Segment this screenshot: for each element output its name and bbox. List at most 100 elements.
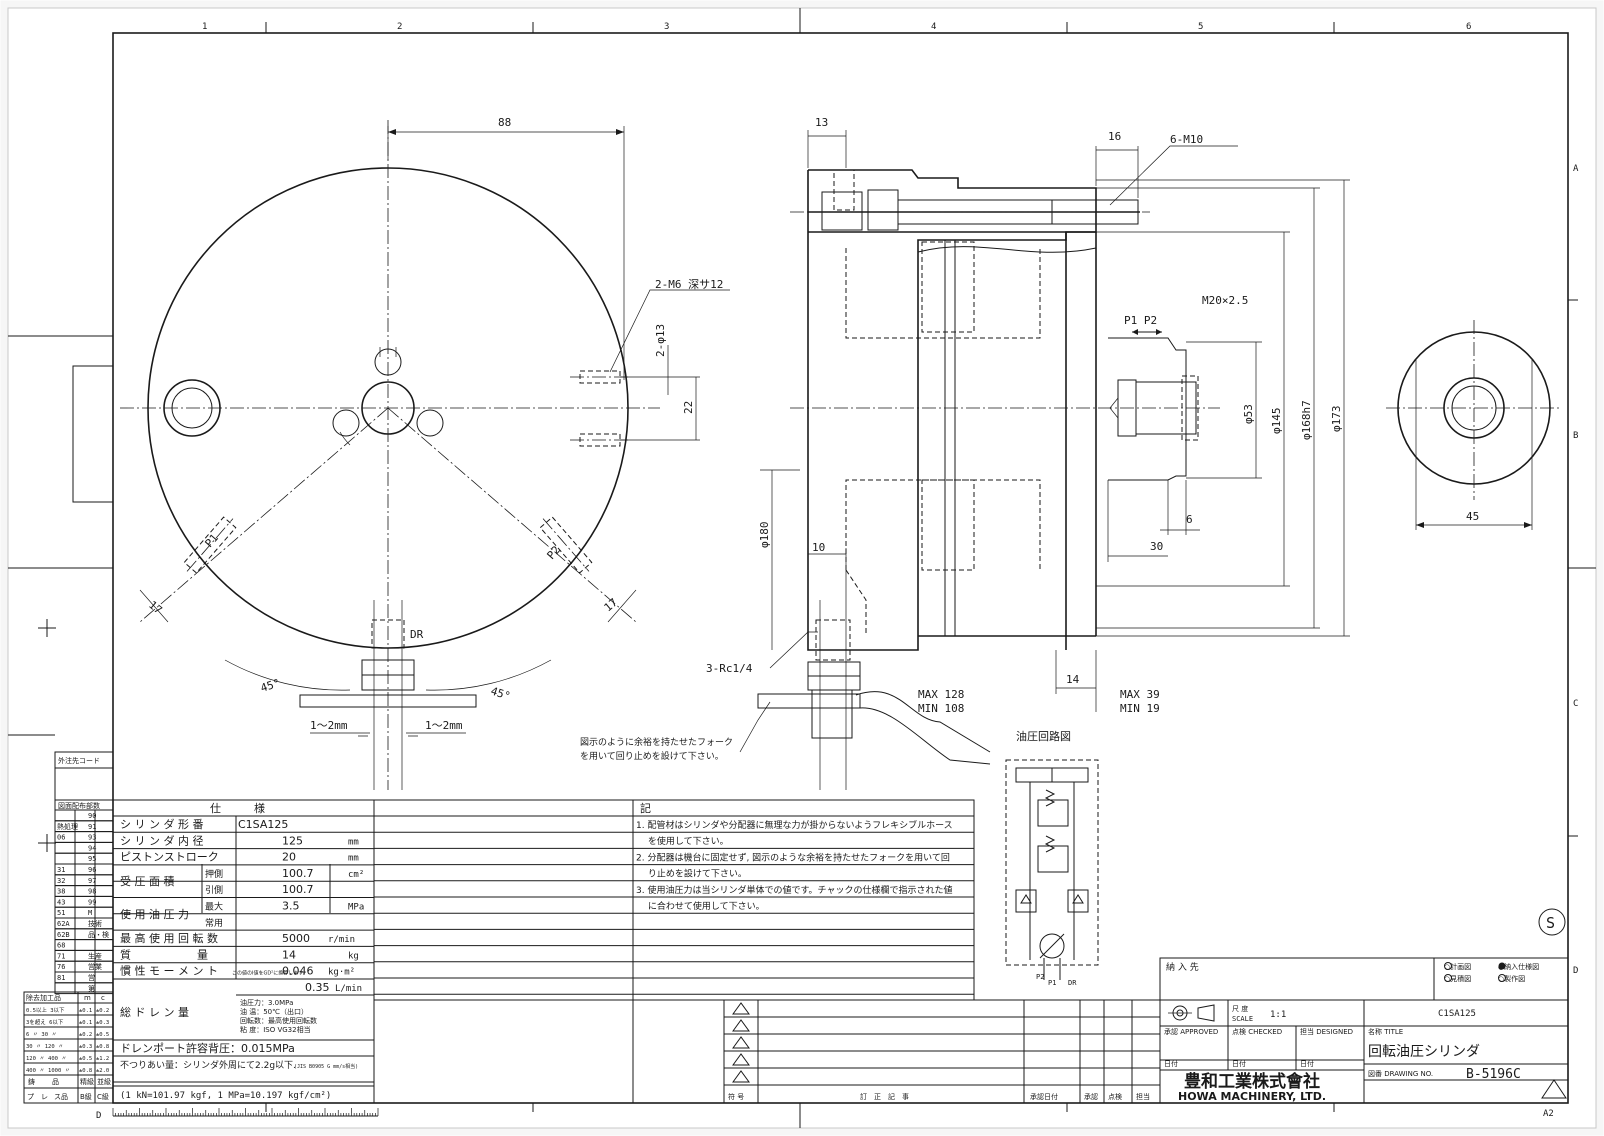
unbalance-std: (JIS B0905 G mm/s相当) [294,1063,358,1070]
grid-col-4: 4 [931,22,936,32]
tol-cell: 3を超え 6以下 [26,1018,64,1026]
tol-footer-cell: レ [41,1093,48,1101]
strip-cell-a: 62B [57,931,70,939]
dim-phi145: φ145 [1270,408,1283,435]
rev-header: 符 号 [728,1092,744,1101]
spec-unit: cm² [348,870,364,880]
grid-ticks [8,8,1596,1128]
spec-label: 慣 性 モ ー メ ン ト [120,964,218,978]
grid-bottom-d: D [96,1111,101,1121]
strip-cell-a: 32 [57,877,65,885]
dim-2-phi13: 2-φ13 [654,324,667,357]
unbalance: 不つりあい量：シリンダ外周にて2.2g以下. [120,1059,296,1071]
spec-value: 3.5 [282,900,300,913]
scale-ruler [112,1108,379,1117]
tol-header-cell: m [84,994,91,1002]
min-108: MIN 108 [918,702,964,715]
note-fork-line1: 図示のように余裕を持たせたフォーク [580,736,733,748]
strip-cell-b: 90 [88,812,96,820]
spec-value: 125 [282,834,303,847]
tol-cell: ±0.2 [96,1008,109,1014]
spec-sub: 押側 [205,868,223,880]
strip-cell-b: 91 [88,823,96,831]
rev-header: 点検 [1108,1092,1122,1101]
min-19: MIN 19 [1120,702,1160,715]
front-view [120,120,730,790]
strip-cell-b: 94 [88,844,96,852]
dim-45: 45 [1466,510,1479,523]
strip-cell-b: 97 [88,877,96,885]
grid-col-2: 2 [397,22,402,32]
spec-label: シ リ ン ダ 形 番 [120,817,203,831]
tol-cell: ±2.0 [96,1068,109,1074]
strip-cell-a: 71 [57,952,65,960]
strip-cell-b: 96 [88,866,96,874]
strip-cell-b: 技術 [88,919,102,928]
angle-45-left: 45° [259,676,282,695]
tol-cell: 0.5以上 3以下 [26,1006,65,1014]
spec-label: 受 圧 面 積 [120,874,175,888]
dim-phi53: φ53 [1242,404,1255,424]
label-rc14: 3-Rc1/4 [706,662,753,675]
company-name-jp: 豊和工業株式會社 [1184,1071,1320,1092]
tol-header-cell: 除去加工品 [26,993,61,1002]
date-label-2: 日付 [1232,1059,1246,1068]
scale-label: 尺 度 [1232,1004,1248,1013]
grid-col-6: 6 [1466,22,1471,32]
dim-14: 14 [1066,673,1080,686]
grid-row-a: A [1573,164,1579,174]
strip-cell-a: 31 [57,866,65,874]
dim-phi168h7: φ168h7 [1300,400,1313,440]
tol-cell: ±0.2 [79,1032,92,1038]
strip-cell-b: 95 [88,855,96,863]
dim-phi173: φ173 [1330,406,1343,433]
strip-cell-b: 第 [88,984,95,993]
strip-cell-a: 68 [57,942,65,950]
spec-header: 仕 様 [210,801,265,815]
dim-30: 30 [1150,540,1163,553]
tol-cell: 120 〃 400 〃 [26,1056,67,1062]
drain-condition: 油圧力：3.0MPa [240,998,293,1007]
rev-triangle-icon [732,1070,750,1083]
spec-unit: r/min [328,935,355,945]
note-line: を使用して下さい。 [636,835,729,847]
side-view [739,130,1350,790]
grid-row-c: C [1573,699,1578,709]
drain-condition: 油 温：50℃（出口） [240,1007,308,1016]
drain-value: 0.35 [305,981,330,994]
label-6-m10: 6-M10 [1170,133,1203,146]
port-dr: DR [410,628,424,641]
part-number: C1SA125 [1438,1009,1476,1019]
company-name-en: HOWA MACHINERY, LTD. [1178,1090,1326,1103]
note-line: 1. 配管材はシリンダや分配器に無理な力が掛からないようフレキシブルホース [636,819,953,831]
hyd-p2: P2 [1036,973,1044,981]
strip-cell-b: 営 [88,973,95,982]
tol-footer-cell: 鋳 [28,1077,35,1086]
strip-cell-a: 熱処理 [57,822,78,831]
strip-cell-b: 98 [88,888,96,896]
strip-cell-a: 76 [57,963,65,971]
dim-22: 22 [682,401,695,414]
grid-row-b: B [1573,431,1578,441]
strip-cell-b: 93 [88,834,96,842]
backpressure: ドレンポート許容背圧：0.015MPa [120,1041,295,1055]
spec-value: 100.7 [282,883,314,896]
tol-header-cell: c [101,994,105,1002]
drawing-number: B-5196C [1466,1067,1521,1082]
spec-unit: mm [348,854,359,864]
spec-unit: kg·m² [328,968,355,978]
tol-footer-cell: プ [27,1093,34,1101]
rev-triangle-icon [732,1036,750,1049]
date-label-3: 日付 [1300,1059,1314,1068]
tol-cell: ±0.3 [79,1044,92,1050]
grid-row-d: D [1573,966,1578,976]
title-name-label: 名称 TITLE [1368,1027,1403,1036]
tol-footer-cell: B級 [80,1092,92,1101]
tol-footer-cell: 品 [52,1078,59,1086]
check-mfg: ○製作図 [1498,974,1525,983]
dim-16: 16 [1108,130,1121,143]
rev-header: 承認 [1084,1092,1098,1101]
gap-left: 1～2mm [310,719,348,732]
tol-cell: ±0.3 [96,1020,109,1026]
strip-cell-b: 品・検 [88,930,109,939]
